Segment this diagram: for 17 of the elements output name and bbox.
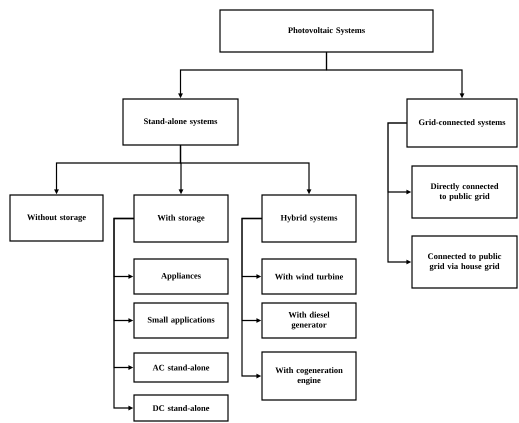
box: Grid-connected systems xyxy=(406,98,518,148)
box: Connected to public grid via house grid xyxy=(411,235,518,289)
box: With wind turbine xyxy=(261,258,357,295)
box: Without storage xyxy=(9,194,104,242)
box: Directly connected to public grid xyxy=(411,165,518,219)
box: With cogeneration engine xyxy=(261,351,357,401)
box: Stand-alone systems xyxy=(122,98,239,146)
box: DC stand-alone xyxy=(133,394,229,422)
box: Appliances xyxy=(133,258,229,295)
box: Hybrid systems xyxy=(261,194,357,243)
box: Small applications xyxy=(133,302,229,339)
arrow xyxy=(113,218,134,410)
box: With storage xyxy=(133,194,229,243)
box: With diesel generator xyxy=(261,302,357,339)
box: AC stand-alone xyxy=(133,352,229,383)
arrow xyxy=(241,218,262,378)
box: Photovoltaic Systems xyxy=(219,9,434,53)
